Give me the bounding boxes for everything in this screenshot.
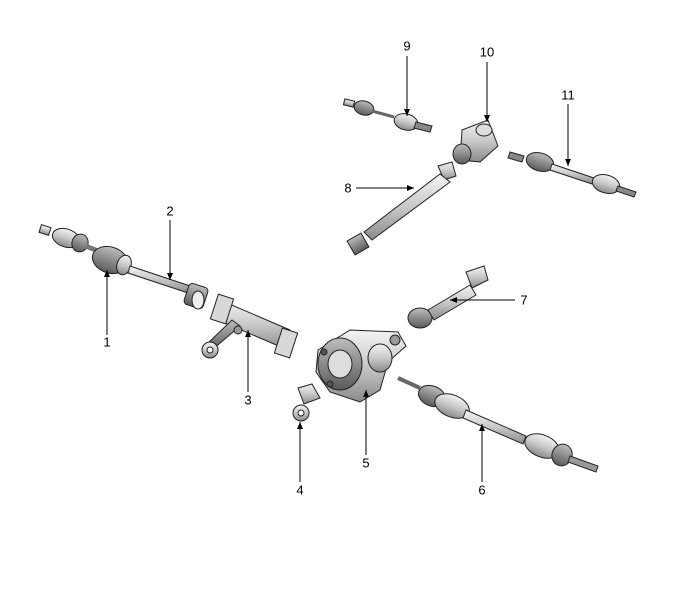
callout-4: 4: [296, 482, 304, 498]
callout-9: 9: [403, 38, 411, 54]
part-6-right-drive-shaft: [397, 376, 599, 473]
part-1-left-drive-shaft: [38, 224, 132, 276]
part-4-bracket: [292, 383, 321, 422]
callout-7: 7: [520, 292, 528, 308]
part-9-front-shaft: [342, 98, 433, 133]
callout-1: 1: [103, 334, 111, 350]
part-5-differential: [315, 329, 407, 403]
callout-5: 5: [362, 455, 370, 471]
callout-6: 6: [478, 482, 486, 498]
callout-11: 11: [561, 87, 575, 103]
part-2-intermediate-shaft: [127, 265, 209, 310]
callout-2: 2: [166, 203, 174, 219]
part-7-coupling-shaft: [407, 265, 489, 329]
callout-8: 8: [344, 180, 352, 196]
callout-10: 10: [479, 44, 495, 60]
part-3-bearing-bracket: [201, 293, 299, 359]
part-8-propeller-shaft: [346, 161, 457, 256]
part-11-right-front-shaft: [507, 151, 637, 198]
part-10-front-housing: [452, 119, 499, 165]
callout-3: 3: [244, 392, 252, 408]
leader-lines: [104, 56, 571, 482]
